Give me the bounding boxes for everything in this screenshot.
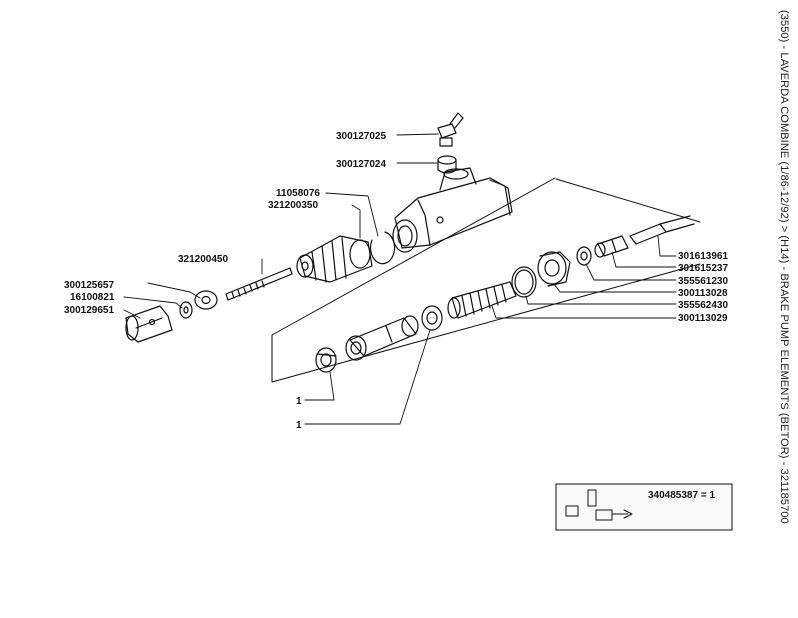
return-spring-part: [447, 281, 517, 319]
label-300113029: 300113029: [678, 313, 728, 324]
page-title: (3550) - LAVERDA COMBINE (1/86-12/92) > …: [778, 10, 790, 524]
label-301613961: 301613961: [678, 251, 728, 262]
label-300125657: 300125657: [64, 280, 114, 291]
label-300129651: 300129651: [64, 305, 114, 316]
piston-part: [345, 315, 419, 361]
lock-nut-part: [194, 290, 218, 310]
bleeder-screw-part: [437, 112, 464, 147]
label-321200450: 321200450: [178, 254, 228, 265]
end-plug-part: [537, 251, 571, 287]
dust-boot-part: [296, 235, 373, 283]
label-300127025: 300127025: [336, 131, 386, 142]
repair-kit-box: [555, 483, 733, 531]
page-title-vertical: (3550) - LAVERDA COMBINE (1/86-12/92) > …: [776, 10, 796, 610]
label-qty-1-seal: 1: [296, 396, 302, 407]
push-rod-part: [225, 267, 293, 301]
primary-seal-part: [315, 347, 337, 373]
kit-quantity-text: 340485387 = 1: [648, 490, 715, 501]
copper-seal-part: [576, 246, 592, 266]
union-fitting-part: [594, 235, 629, 258]
pump-body-part: [392, 167, 513, 253]
label-16100821: 16100821: [70, 292, 115, 303]
label-355561230: 355561230: [678, 276, 728, 287]
leader-lines: [123, 133, 677, 425]
label-qty-1-kit: 1: [296, 420, 302, 431]
label-300113028: 300113028: [678, 288, 728, 299]
o-ring-part: [511, 266, 537, 298]
washer-part: [179, 301, 193, 319]
snap-ring-part: [369, 231, 396, 265]
label-300127024: 300127024: [336, 159, 386, 170]
label-11058076: 11058076: [276, 188, 320, 199]
clevis-fork-part: [125, 305, 173, 343]
hose-fitting-part: [629, 215, 695, 245]
label-301615237: 301615237: [678, 263, 728, 274]
label-355562430: 355562430: [678, 300, 728, 311]
cup-seal-part: [421, 305, 443, 331]
label-321200350: 321200350: [268, 200, 318, 211]
